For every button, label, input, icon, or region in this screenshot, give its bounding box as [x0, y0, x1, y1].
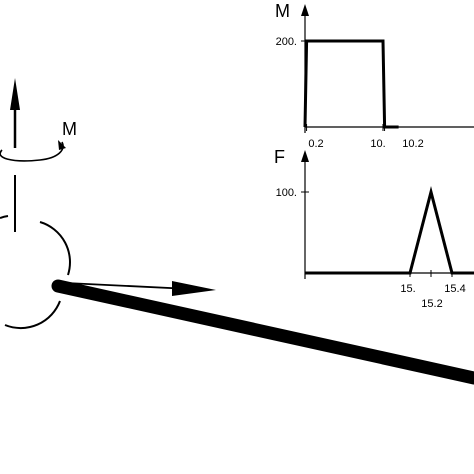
hub-circle-left	[0, 215, 9, 219]
x-tick-label: 15.	[400, 283, 415, 295]
x-tick-label: 10.	[370, 138, 385, 150]
series-line	[305, 186, 474, 275]
force-vector-line	[65, 282, 191, 290]
y-axis-arrowhead	[301, 4, 309, 16]
x-tick-label: 0.2	[308, 138, 323, 150]
x-tick-label: 15.2	[421, 298, 442, 310]
force-time-plot: F 100. 15. 15.215.4	[274, 147, 474, 310]
y-tick-label: 100.	[276, 187, 297, 199]
y-axis-label: F	[274, 147, 285, 167]
force-vector-arrowhead	[172, 281, 216, 296]
rod	[51, 279, 474, 385]
y-axis-arrowhead	[301, 150, 309, 162]
moment-axis-arrowhead	[10, 78, 20, 110]
rotating-body: M	[0, 78, 474, 385]
x-tick-label: 15.4	[444, 283, 465, 295]
moment-rotation-arrowhead	[58, 140, 66, 150]
moment-rotation-arc	[0, 141, 64, 162]
y-axis-label: M	[275, 1, 290, 21]
moment-label: M	[62, 119, 77, 139]
x-tick-label: 10.2	[402, 138, 423, 150]
moment-time-plot: M 200. 0.2 10. 10.2	[275, 1, 474, 150]
y-tick-label: 200.	[276, 36, 297, 48]
hub-circle-lower	[4, 300, 61, 330]
hub-circle	[39, 221, 71, 276]
series-line	[303, 39, 399, 129]
